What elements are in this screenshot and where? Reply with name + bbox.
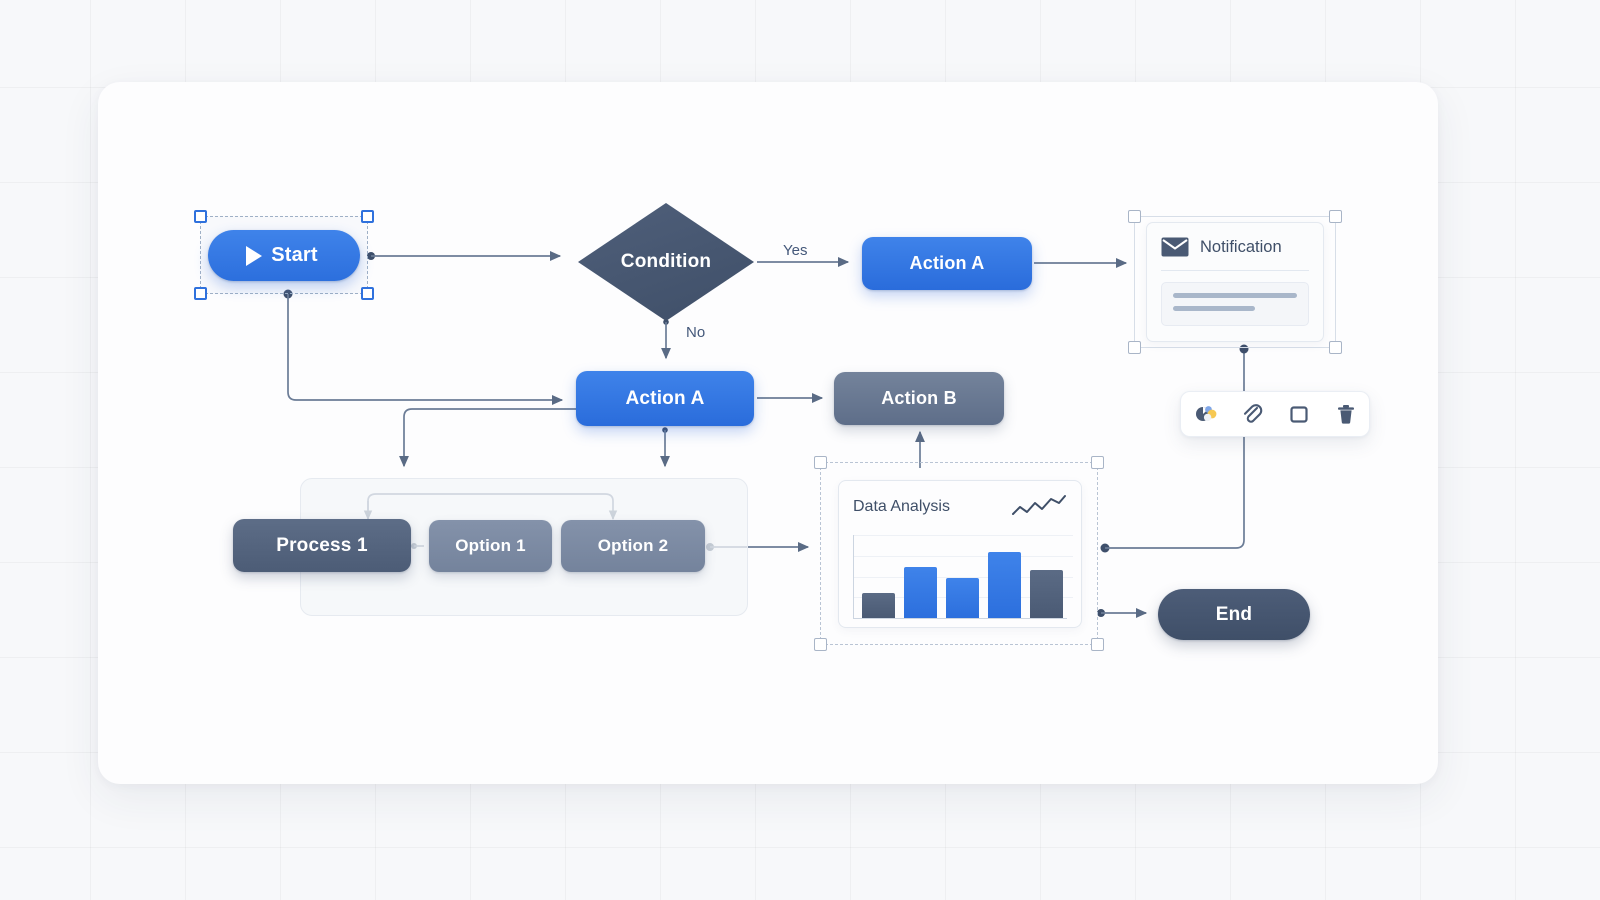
notification-content-box <box>1161 282 1309 326</box>
resize-handle-top-left[interactable] <box>1128 210 1141 223</box>
resize-handle-top-left[interactable] <box>814 456 827 469</box>
node-action-a-mid[interactable]: Action A <box>576 371 754 426</box>
node-option-1-label: Option 1 <box>455 536 526 555</box>
node-start[interactable]: Start <box>208 230 360 281</box>
data-analysis-panel[interactable]: Data Analysis <box>838 480 1082 628</box>
chart-bar <box>904 566 937 618</box>
selection-frame-notification[interactable] <box>1128 210 1342 354</box>
node-condition[interactable]: Condition <box>578 203 754 321</box>
node-action-b-label: Action B <box>881 388 957 408</box>
notification-panel[interactable]: Notification <box>1146 222 1324 342</box>
resize-handle-top-right[interactable] <box>1329 210 1342 223</box>
palette-icon[interactable] <box>1192 401 1218 427</box>
resize-handle-bottom-left[interactable] <box>1128 341 1141 354</box>
chart-bar <box>862 593 895 618</box>
edge-label-yes: Yes <box>783 242 808 259</box>
chart-bar <box>988 551 1021 618</box>
floating-toolbar[interactable] <box>1180 391 1370 437</box>
chart-bars <box>862 535 1063 618</box>
node-start-label: Start <box>271 244 318 266</box>
notification-divider <box>1161 270 1309 271</box>
node-option-2-label: Option 2 <box>597 536 669 555</box>
placeholder-bar <box>1173 293 1297 298</box>
paperclip-icon[interactable] <box>1239 401 1265 427</box>
placeholder-bar <box>1173 306 1255 311</box>
node-end[interactable]: End <box>1158 589 1310 640</box>
resize-handle-bottom-right[interactable] <box>1329 341 1342 354</box>
chart-bar <box>946 578 979 618</box>
node-process-1-label: Process 1 <box>276 534 368 556</box>
node-condition-label: Condition <box>620 251 712 272</box>
selection-frame-chart[interactable] <box>814 456 1104 651</box>
notification-header: Notification <box>1161 237 1309 257</box>
resize-handle-top-right[interactable] <box>361 210 374 223</box>
node-action-a-top-label: Action A <box>909 253 985 273</box>
sparkline-icon <box>1012 495 1066 515</box>
node-process-1[interactable]: Process 1 <box>233 519 411 572</box>
node-end-label: End <box>1215 603 1253 625</box>
resize-handle-bottom-right[interactable] <box>361 287 374 300</box>
node-action-a-mid-label: Action A <box>625 387 705 409</box>
edge-label-no: No <box>686 324 706 341</box>
node-option-1[interactable]: Option 1 <box>429 520 552 572</box>
trash-icon[interactable] <box>1333 401 1359 427</box>
envelope-icon <box>1161 237 1189 257</box>
resize-handle-bottom-left[interactable] <box>194 287 207 300</box>
node-option-2[interactable]: Option 2 <box>561 520 705 572</box>
resize-handle-bottom-right[interactable] <box>1091 638 1104 651</box>
square-icon[interactable] <box>1286 401 1312 427</box>
node-action-b[interactable]: Action B <box>834 372 1004 425</box>
chart-header: Data Analysis <box>853 494 1067 520</box>
resize-handle-top-right[interactable] <box>1091 456 1104 469</box>
notification-title: Notification <box>1200 237 1282 256</box>
chart-bar <box>1030 569 1063 618</box>
resize-handle-bottom-left[interactable] <box>814 638 827 651</box>
node-action-a-top[interactable]: Action A <box>862 237 1032 290</box>
resize-handle-top-left[interactable] <box>194 210 207 223</box>
chart-plot-area <box>853 535 1073 619</box>
play-icon <box>246 245 263 266</box>
chart-title: Data Analysis <box>853 498 950 515</box>
